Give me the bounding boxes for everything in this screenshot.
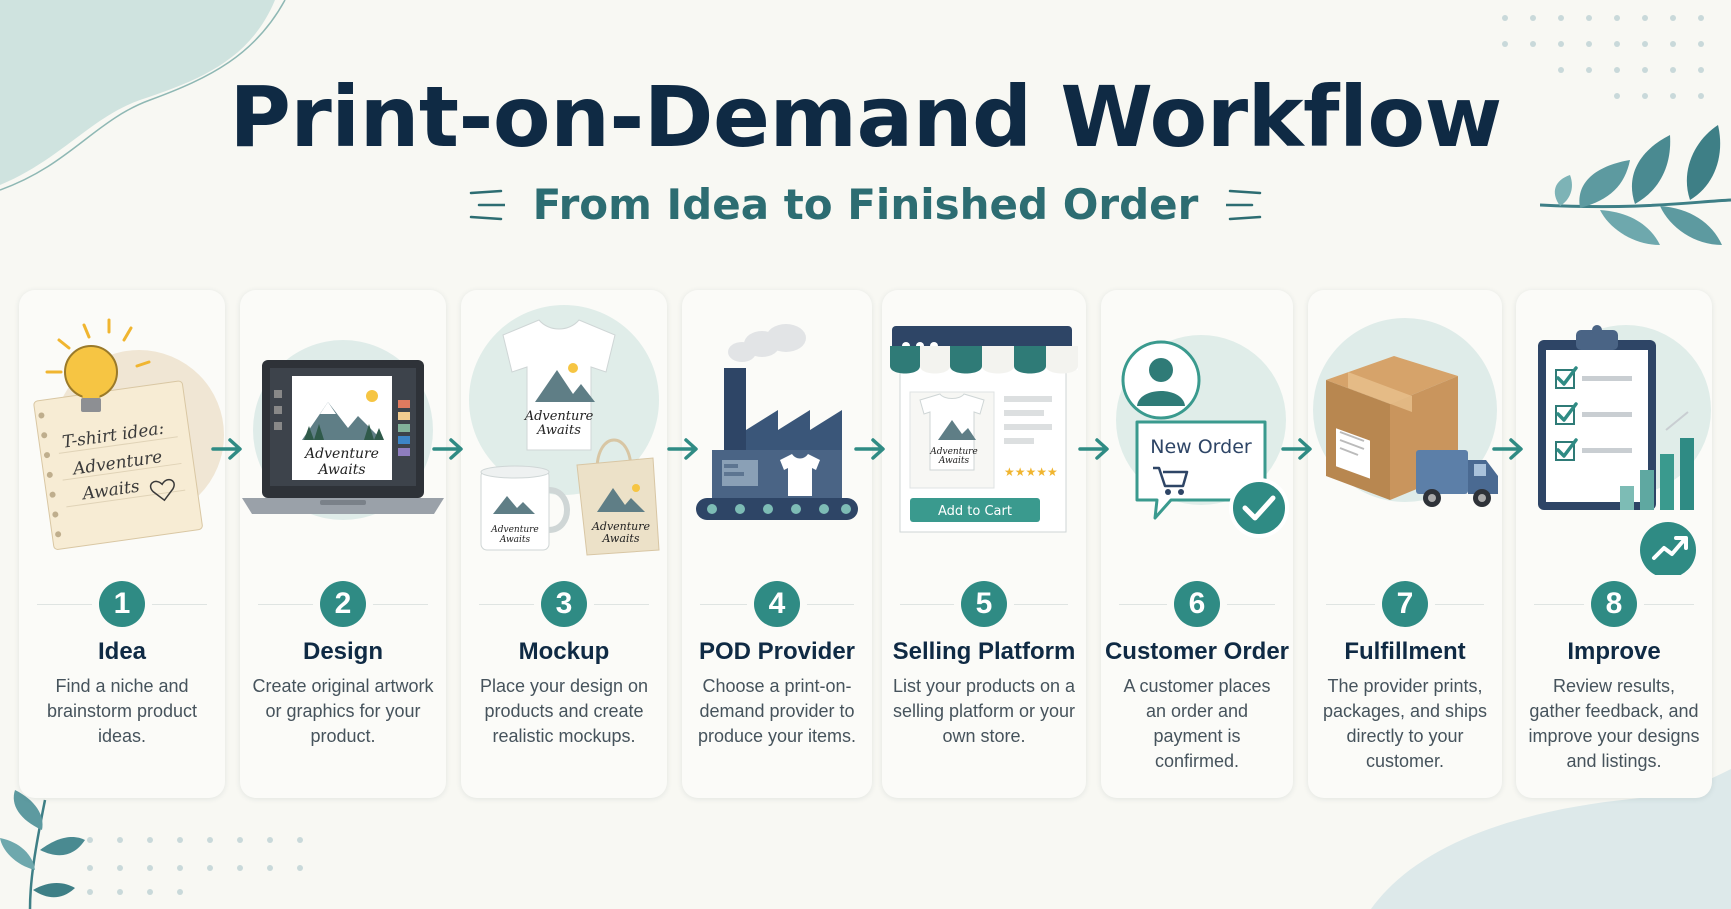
step-description: A customer places an order and payment i… bbox=[1123, 676, 1271, 771]
product-mockups-icon: Adventure Awaits Adventure Awaits Advent… bbox=[469, 305, 660, 556]
step-description: The provider prints, packages, and ships… bbox=[1322, 676, 1488, 771]
step-title: POD Provider bbox=[698, 638, 856, 665]
svg-text:Awaits: Awaits bbox=[938, 456, 970, 466]
add-to-cart-button bbox=[910, 498, 1040, 522]
svg-text:Adventure: Adventure bbox=[524, 409, 594, 424]
step-title: Design bbox=[302, 638, 383, 665]
customer-order-icon: New Order bbox=[1116, 335, 1289, 538]
step-description: Find a niche and brainstorm product idea… bbox=[46, 676, 198, 746]
box-truck-icon bbox=[1313, 318, 1498, 507]
step-title: Mockup bbox=[518, 638, 610, 665]
svg-text:New Order: New Order bbox=[1150, 436, 1252, 458]
step-card-fulfillment: 7 Fulfillment The provider prints, packa… bbox=[1308, 290, 1502, 798]
step-card-idea: T-shirt idea: Adventure Awaits 1 Idea Fi… bbox=[19, 290, 225, 798]
svg-text:Awaits: Awaits bbox=[536, 423, 581, 438]
flow-arrow-icon bbox=[1281, 438, 1312, 460]
page-title: Print-on-Demand Workflow bbox=[229, 68, 1502, 166]
svg-text:Add to Cart: Add to Cart bbox=[938, 504, 1012, 519]
step-card-customer-order: New Order 6 Customer Order A customer pl… bbox=[1101, 290, 1293, 798]
step-description: Choose a print-on-demand provider to pro… bbox=[697, 676, 857, 746]
flow-arrow-icon bbox=[667, 438, 698, 460]
step-card-mockup: Adventure Awaits Adventure Awaits Advent… bbox=[461, 290, 667, 798]
step-number: 4 bbox=[754, 581, 800, 627]
speed-lines-left-icon bbox=[469, 189, 505, 220]
flow-arrow-icon bbox=[211, 438, 242, 460]
lightbulb-notepad-icon: T-shirt idea: Adventure Awaits bbox=[33, 318, 224, 550]
flow-arrow-icon bbox=[854, 438, 885, 460]
dots-bottom-left-decor bbox=[87, 837, 303, 895]
step-number: 1 bbox=[99, 581, 145, 627]
speed-lines-right-icon bbox=[1226, 189, 1262, 220]
step-card-pod-provider: 4 POD Provider Choose a print-on-demand … bbox=[682, 290, 872, 798]
clipboard-chart-icon bbox=[1538, 325, 1711, 575]
svg-text:Awaits: Awaits bbox=[316, 462, 365, 478]
storefront-icon: Adventure Awaits ★★★★★ Add to Cart bbox=[890, 326, 1078, 533]
flow-arrow-icon bbox=[432, 438, 463, 460]
svg-text:Adventure: Adventure bbox=[591, 520, 651, 533]
step-card-selling-platform: Adventure Awaits ★★★★★ Add to Cart 5 Sel… bbox=[882, 290, 1086, 798]
svg-text:Awaits: Awaits bbox=[601, 532, 639, 545]
step-card-improve: 8 Improve Review results, gather feedbac… bbox=[1516, 290, 1712, 798]
factory-icon bbox=[696, 324, 858, 520]
step-number: 3 bbox=[541, 581, 587, 627]
step-title: Fulfillment bbox=[1344, 638, 1466, 665]
step-number: 7 bbox=[1382, 581, 1428, 627]
step-description: Create original artwork or graphics for … bbox=[252, 676, 434, 746]
leaf-branch-bottom-left-icon bbox=[0, 790, 85, 909]
step-number: 6 bbox=[1174, 581, 1220, 627]
svg-text:Awaits: Awaits bbox=[499, 535, 531, 545]
flow-arrow-icon bbox=[1492, 438, 1523, 460]
page-subtitle: From Idea to Finished Order bbox=[532, 180, 1199, 229]
svg-text:★★★★★: ★★★★★ bbox=[1004, 465, 1058, 479]
svg-text:Adventure: Adventure bbox=[303, 446, 379, 462]
step-number: 2 bbox=[320, 581, 366, 627]
svg-text:Adventure: Adventure bbox=[490, 525, 539, 535]
step-title: Improve bbox=[1567, 638, 1661, 665]
step-card-design: Adventure Awaits 2 Design Create origina… bbox=[240, 290, 446, 798]
flow-arrow-icon bbox=[1078, 438, 1109, 460]
subtitle-row: From Idea to Finished Order bbox=[0, 180, 1731, 229]
step-title: Selling Platform bbox=[892, 638, 1076, 665]
svg-text:Adventure: Adventure bbox=[929, 447, 978, 457]
step-title: Idea bbox=[97, 638, 147, 665]
step-title: Customer Order bbox=[1104, 638, 1290, 665]
step-number: 5 bbox=[961, 581, 1007, 627]
step-description: Place your design on products and create… bbox=[479, 676, 649, 746]
step-description: List your products on a selling platform… bbox=[892, 676, 1076, 746]
laptop-design-icon: Adventure Awaits bbox=[242, 340, 444, 520]
step-description: Review results, gather feedback, and imp… bbox=[1528, 676, 1700, 771]
step-number: 8 bbox=[1591, 581, 1637, 627]
